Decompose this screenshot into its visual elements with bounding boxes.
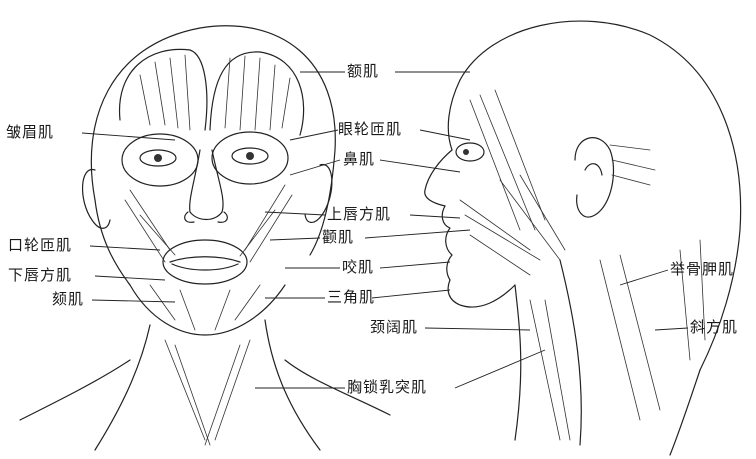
label-levator-scapulae: 举骨胛肌 (670, 262, 734, 277)
label-corrugator: 皱眉肌 (6, 125, 54, 140)
label-mentalis: 颏肌 (52, 292, 84, 307)
label-orbicularis-oris: 口轮匝肌 (8, 238, 72, 253)
side-head-drawing (425, 21, 741, 455)
label-depressor-labii: 下唇方肌 (8, 268, 72, 283)
label-zygomaticus: 颧肌 (322, 230, 354, 245)
label-orbicularis-oculi: 眼轮匝肌 (338, 122, 402, 137)
label-nasalis: 鼻肌 (343, 152, 375, 167)
label-platysma: 颈阔肌 (370, 320, 418, 335)
label-frontalis: 额肌 (347, 64, 379, 79)
label-levator-labii: 上唇方肌 (327, 207, 391, 222)
label-depressor-anguli: 三角肌 (327, 290, 375, 305)
label-sternocleidomastoid: 胸锁乳突肌 (347, 380, 427, 395)
label-buccinator: 咬肌 (342, 260, 374, 275)
label-trapezius: 斜方肌 (690, 320, 738, 335)
